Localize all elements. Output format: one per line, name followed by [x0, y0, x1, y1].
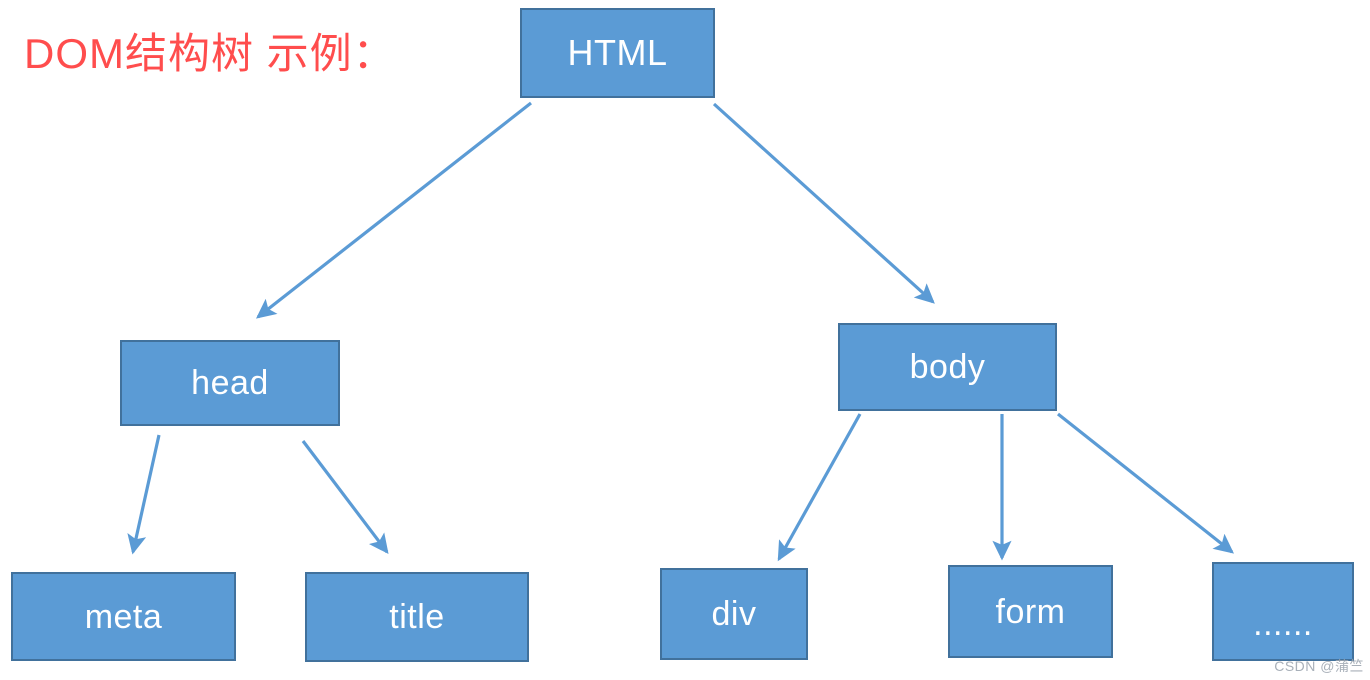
node-head[interactable]: head: [120, 340, 340, 426]
node-body[interactable]: body: [838, 323, 1057, 411]
edge-head-title: [301, 440, 389, 555]
edge-body-div: [777, 413, 862, 562]
node-ellipsis[interactable]: ......: [1212, 562, 1354, 661]
node-div-label: div: [711, 595, 757, 633]
edge-head-meta: [127, 434, 161, 555]
node-form[interactable]: form: [948, 565, 1113, 658]
node-ellipsis-label: ......: [1253, 605, 1313, 643]
edge-body-etc: [1057, 412, 1235, 554]
csdn-watermark: CSDN @蒲竺: [1274, 658, 1364, 674]
edge-html-head: [255, 101, 532, 319]
node-body-label: body: [909, 348, 986, 386]
diagram-title: DOM结构树 示例：: [24, 30, 396, 77]
node-meta-label: meta: [84, 597, 163, 636]
node-head-label: head: [191, 364, 269, 402]
node-meta[interactable]: meta: [11, 572, 236, 661]
node-div[interactable]: div: [660, 568, 808, 660]
node-html-label: HTML: [567, 32, 668, 73]
edge-html-body: [712, 102, 935, 304]
node-form-label: form: [995, 592, 1066, 631]
node-title-label: title: [389, 598, 445, 636]
node-html[interactable]: HTML: [520, 8, 715, 98]
node-title[interactable]: title: [305, 572, 529, 662]
